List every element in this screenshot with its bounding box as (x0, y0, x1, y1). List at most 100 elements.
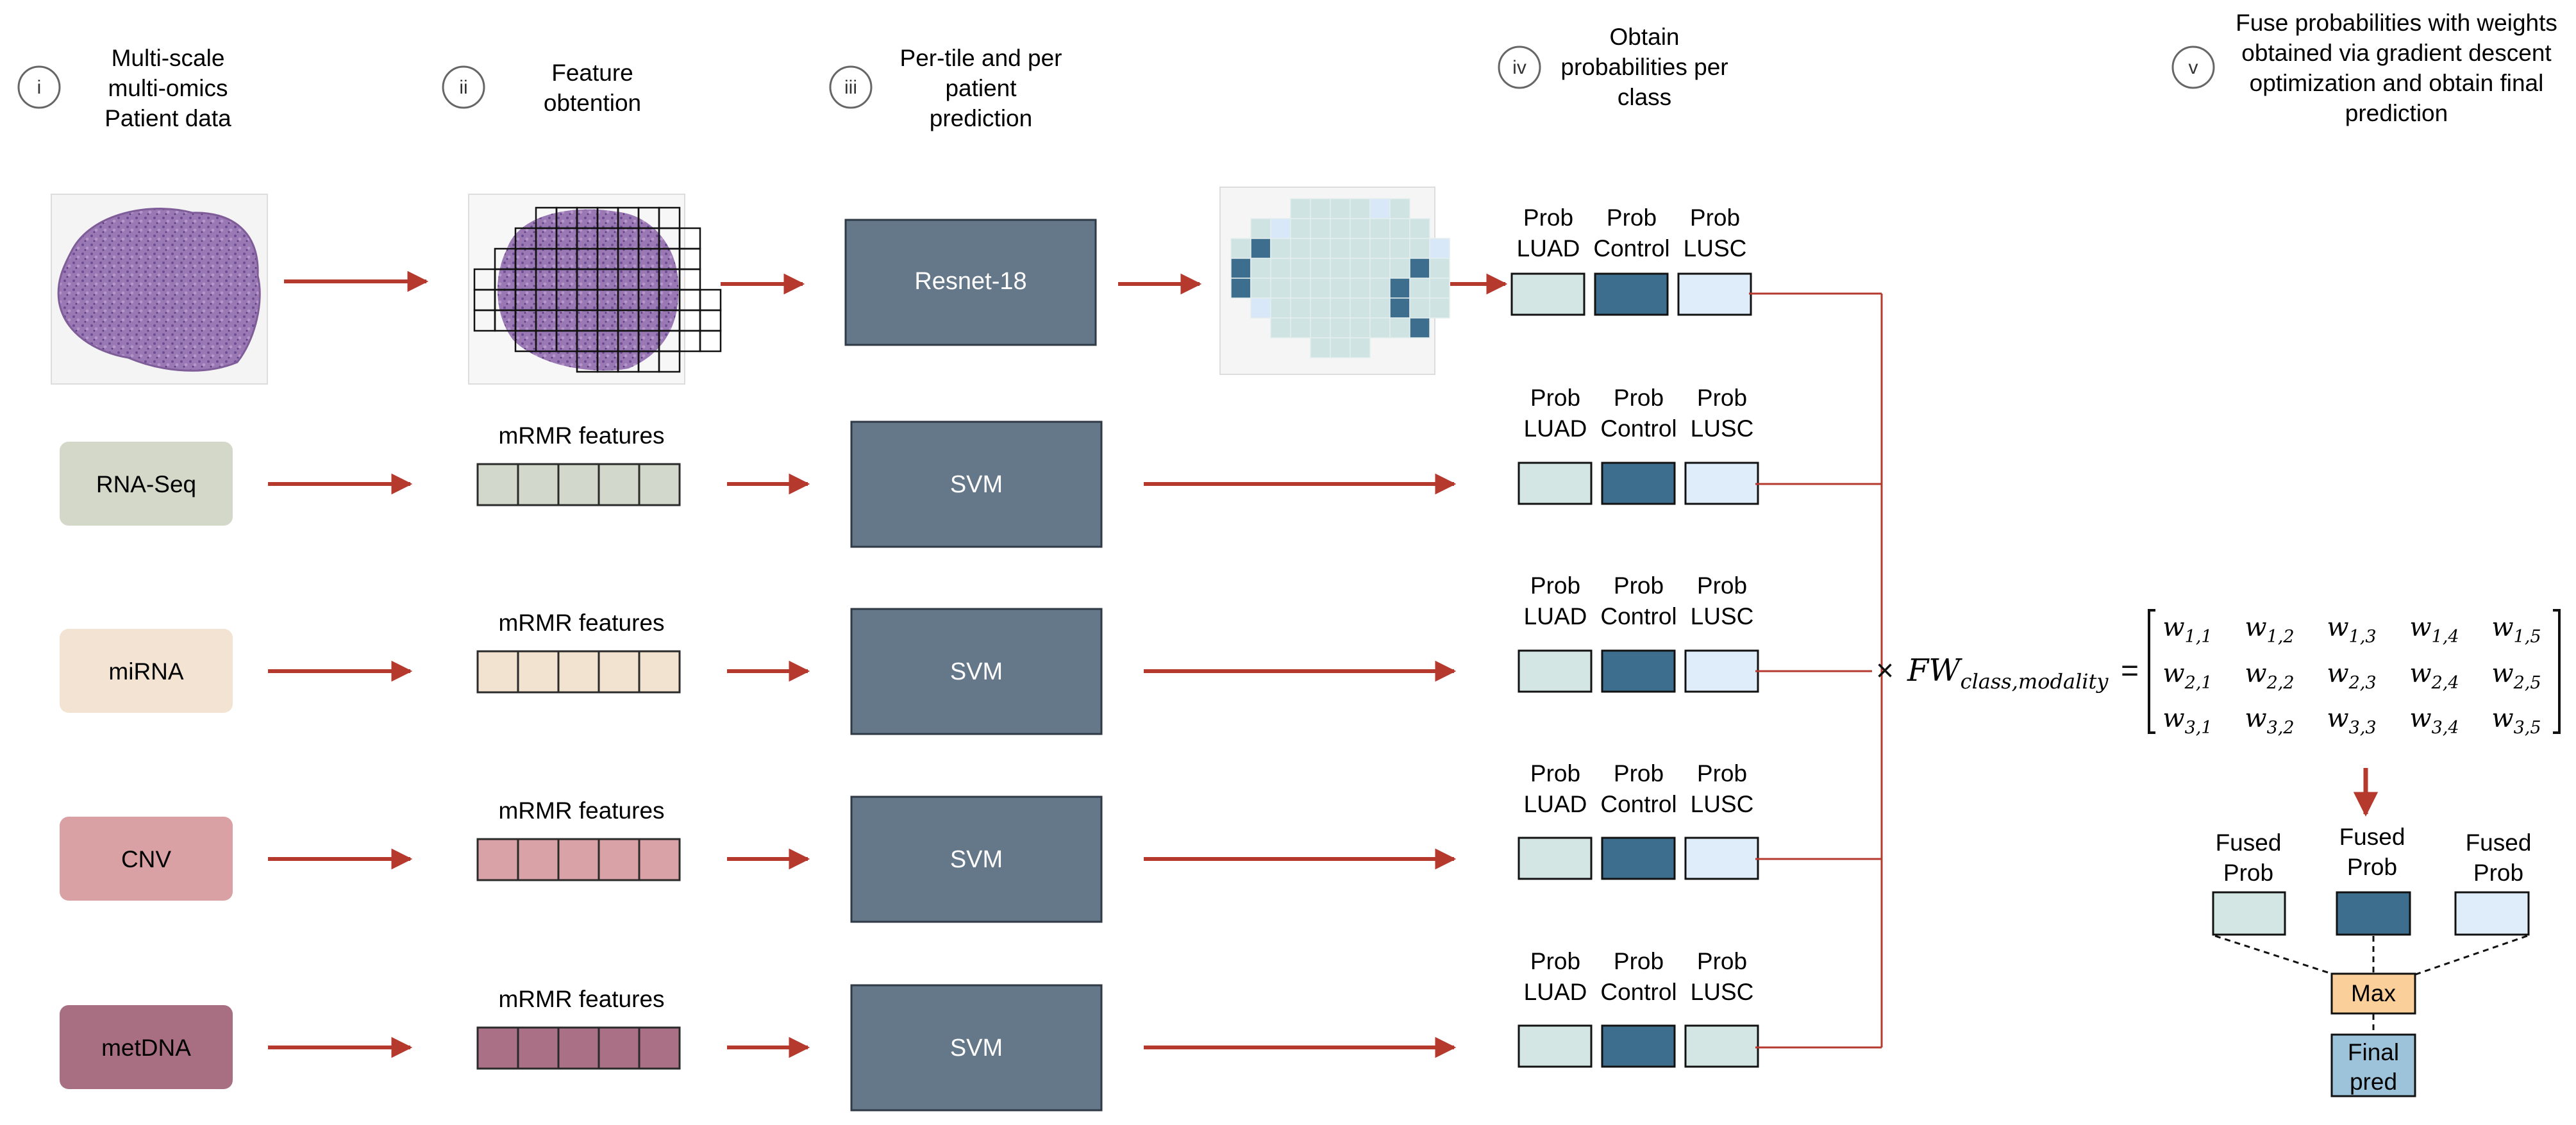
step-numeral-circle (17, 65, 61, 109)
modality-label: RNA-Seq (96, 471, 196, 497)
tile-prediction (1270, 317, 1291, 338)
tile-prediction (1330, 198, 1351, 219)
fused-prob-lusc-box (2454, 891, 2530, 936)
prob-control-box (1601, 462, 1676, 505)
prob-label: Prob (1614, 385, 1664, 411)
feature-cell (638, 650, 681, 694)
fusion-connector (1749, 292, 1883, 1049)
tile-prediction (1330, 258, 1351, 279)
tile-grid (473, 206, 722, 373)
weight-entry: w1,3 (2327, 613, 2376, 647)
prob-lusc-box (1684, 649, 1759, 693)
feature-cell (557, 838, 600, 881)
tile-prediction (1270, 297, 1291, 319)
times-symbol: × (1876, 654, 1894, 688)
features-label: mRMR features (498, 422, 664, 449)
step-numeral: i (37, 77, 42, 98)
prob-lusc-box (1684, 837, 1759, 880)
tile-prediction (1290, 198, 1311, 219)
tile-prediction (1290, 258, 1311, 279)
weight-entry: w2,1 (2162, 659, 2212, 693)
prob-label: Control (1600, 791, 1677, 817)
tile-prediction (1330, 297, 1351, 319)
fused-prob-label: Prob (2223, 860, 2273, 886)
tile-prediction (1389, 198, 1410, 219)
feature-cell (557, 463, 600, 506)
weight-entry: w3,2 (2245, 704, 2294, 738)
modality-box (60, 1005, 233, 1089)
prob-label: LUAD (1524, 791, 1587, 817)
tile-prediction (1369, 317, 1391, 338)
prob-label: LUAD (1524, 979, 1587, 1005)
step-header-4: iv Obtain probabilities per class (1498, 24, 1728, 110)
max-box (2330, 972, 2416, 1015)
step-title-line: Feature (551, 60, 633, 86)
prob-luad-box (1518, 649, 1593, 693)
tile-prediction (1270, 238, 1291, 259)
tile-prediction (1310, 238, 1331, 259)
features-label: mRMR features (498, 797, 664, 824)
feature-cell (476, 838, 519, 881)
tile-prediction (1290, 238, 1311, 259)
tile-prediction (1330, 278, 1351, 299)
prob-control-box (1601, 649, 1676, 693)
step-numeral: iii (844, 77, 857, 98)
tile-prediction (1350, 278, 1371, 299)
svm-model-label: SVM (950, 471, 1003, 498)
tile-prediction (1230, 238, 1251, 259)
tile-prediction (1429, 238, 1450, 259)
weight-entry: w3,3 (2327, 704, 2376, 738)
tile-prediction (1409, 218, 1430, 239)
histology-row: Resnet-18 (51, 187, 1508, 385)
prob-label: LUSC (1691, 415, 1754, 442)
weight-entry: w2,3 (2327, 659, 2376, 693)
svm-model-box (850, 796, 1103, 923)
step-title-line: Fuse probabilities with weights (2236, 10, 2557, 36)
step-header-5: v Fuse probabilities with weights obtain… (2171, 10, 2557, 126)
tile-prediction (1250, 278, 1271, 299)
prob-label: Prob (1614, 760, 1664, 787)
tile-prediction (1350, 317, 1371, 338)
weight-entry: w3,5 (2491, 704, 2541, 738)
tile-prediction (1250, 297, 1271, 319)
weight-entry: w3,4 (2409, 704, 2459, 738)
fused-prob-control-box (2336, 891, 2411, 936)
tile-prediction (1330, 337, 1351, 358)
modality-label: miRNA (108, 658, 183, 685)
tile-prediction (1250, 258, 1271, 279)
tile-prediction (1389, 297, 1410, 319)
tile-prediction (1350, 238, 1371, 259)
tile-prediction (1369, 258, 1391, 279)
prob-control-box (1594, 272, 1669, 316)
prob-label: Prob (1614, 948, 1664, 974)
tile-prediction (1250, 238, 1271, 259)
weight-entry: w3,1 (2162, 704, 2212, 738)
tile-prediction (1250, 218, 1271, 239)
max-connectors (2214, 935, 2528, 1035)
tile-prediction (1389, 278, 1410, 299)
tile-prediction (1369, 218, 1391, 239)
prob-lusc-box (1677, 272, 1752, 316)
tile-prediction (1409, 317, 1430, 338)
fw-symbol: FWclass,modality (1907, 653, 2109, 694)
prob-luad-box (1518, 462, 1593, 505)
modality-box (60, 817, 233, 901)
weight-entry: w1,5 (2491, 613, 2541, 647)
tile-prediction (1310, 218, 1331, 239)
step-title-line: Patient data (105, 105, 231, 131)
tile-prediction (1230, 278, 1251, 299)
tile-prediction (1290, 218, 1311, 239)
prob-label: LUAD (1517, 235, 1580, 262)
tile-prediction (1369, 198, 1391, 219)
tile-prediction (1230, 258, 1251, 279)
feature-cell (598, 1026, 640, 1070)
